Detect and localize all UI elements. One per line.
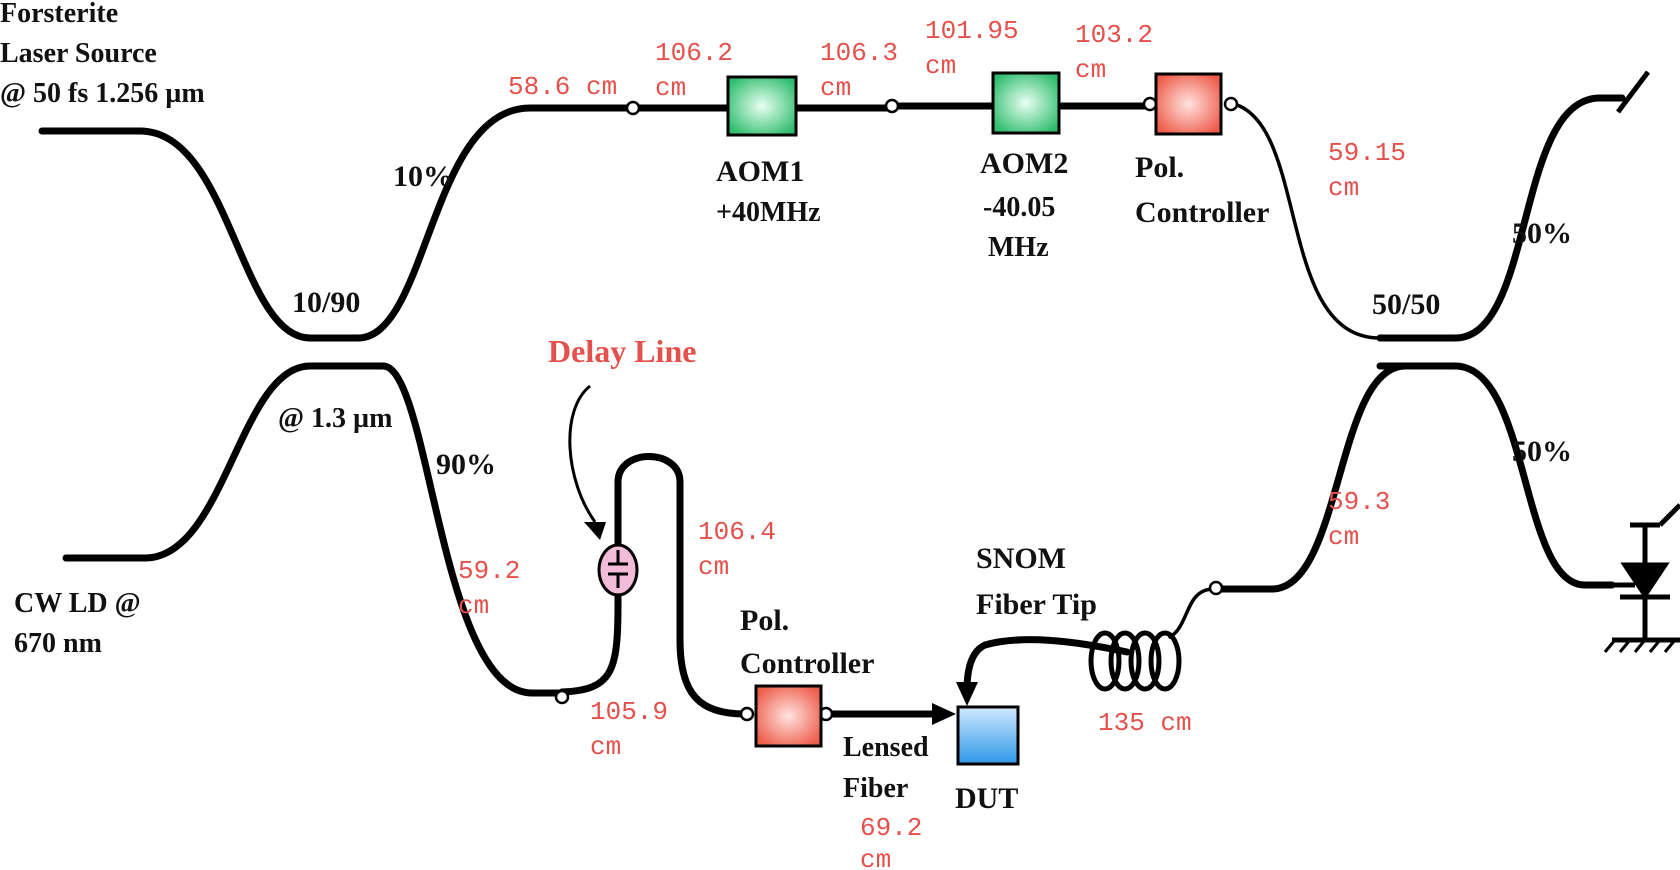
length-label: 105.9 <box>590 697 668 727</box>
coupler1-out-top-pct: 10% <box>393 160 453 193</box>
connector-icon <box>554 689 570 705</box>
coupler2-out-top-pct: 50% <box>1512 217 1572 250</box>
pol-controller-bottom-box <box>754 684 823 748</box>
length-label: 135 cm <box>1098 708 1192 738</box>
length-label: cm <box>655 73 686 103</box>
cw-source-label-line1: CW LD @ <box>14 588 141 619</box>
delay-line-arrowhead <box>584 522 606 540</box>
delay-line-label: Delay Line <box>548 333 696 369</box>
length-label: 59.15 <box>1328 138 1406 168</box>
pol-controller-bottom-label-line2: Controller <box>740 647 874 680</box>
length-label: cm <box>860 845 891 870</box>
lensed-fiber-label-line1: Lensed <box>843 732 929 763</box>
delay-line-arrow <box>568 384 597 523</box>
coupler2-out-top-fiber <box>1376 94 1626 342</box>
pol-controller-top-box <box>1154 72 1223 136</box>
connector-icon <box>1142 96 1158 112</box>
snom-label-line2: Fiber Tip <box>976 588 1097 621</box>
coupler1-ratio: 10/90 <box>292 286 360 319</box>
connector-icon <box>884 98 900 114</box>
dut-label: DUT <box>955 782 1018 815</box>
upper-arm-to-coupler2-fiber <box>1228 101 1457 340</box>
fiber-coil-icon <box>1088 630 1182 692</box>
length-label: 106.2 <box>655 38 733 68</box>
lensed-fiber-arrowhead <box>932 703 956 725</box>
source-label-line2: Laser Source <box>0 38 157 69</box>
snom-tip-fiber <box>963 636 1131 694</box>
length-label: 101.95 <box>925 16 1019 46</box>
delay-line-marker <box>597 543 639 597</box>
length-label: 59.2 <box>458 556 520 586</box>
aom1-label: AOM1 <box>716 155 804 188</box>
coupler1-top-fiber <box>354 104 896 342</box>
length-label: 106.4 <box>698 517 776 547</box>
aom1-box <box>726 75 798 137</box>
length-label: cm <box>820 73 851 103</box>
delay-line-capacitor-icon <box>608 550 628 588</box>
aom1-freq: +40MHz <box>716 197 821 228</box>
length-label: cm <box>1328 173 1359 203</box>
cw-source-fiber <box>62 362 387 562</box>
fiber-end-icon <box>1616 70 1650 114</box>
coupler1-wavelength: @ 1.3 µm <box>278 403 393 434</box>
lensed-fiber-label-line2: Fiber <box>843 773 908 804</box>
length-label: 103.2 <box>1075 20 1153 50</box>
length-label: 106.3 <box>820 38 898 68</box>
snom-tip-arrowhead <box>956 682 978 706</box>
length-label: cm <box>1328 522 1359 552</box>
snom-fiber <box>1210 362 1459 593</box>
length-label: cm <box>590 732 621 762</box>
length-label: cm <box>698 552 729 582</box>
pol-controller-top-label-line2: Controller <box>1135 196 1269 229</box>
connector-icon <box>1208 580 1224 596</box>
aom2-box <box>991 71 1061 135</box>
coupler1-bottom-fiber <box>379 362 564 697</box>
aom2-freq-line2: MHz <box>988 232 1049 263</box>
length-label: 58.6 cm <box>508 72 617 102</box>
source-label-line3: @ 50 fs 1.256 µm <box>0 78 205 109</box>
aom2-label: AOM2 <box>980 147 1068 180</box>
dut-box <box>956 705 1020 766</box>
length-label: cm <box>458 591 489 621</box>
photodiode-icon <box>1603 503 1680 653</box>
length-label: 69.2 <box>860 813 922 843</box>
connector-icon <box>739 706 755 722</box>
coupler1-out-bottom-pct: 90% <box>436 448 496 481</box>
coupler2-out-bottom-pct: 50% <box>1512 435 1572 468</box>
coil-lead-fiber <box>1168 587 1216 639</box>
pol-controller-bottom-label-line1: Pol. <box>740 604 789 637</box>
length-label: cm <box>1075 55 1106 85</box>
aom2-freq-line1: -40.05 <box>983 192 1055 223</box>
length-label: 59.3 <box>1328 487 1390 517</box>
length-label: cm <box>925 51 956 81</box>
connector-icon <box>625 100 641 116</box>
delay-line-fiber <box>558 453 749 718</box>
snom-label-line1: SNOM <box>976 542 1066 575</box>
coupler2-out-bottom-fiber <box>1376 362 1616 589</box>
cw-source-label-line2: 670 nm <box>14 628 102 659</box>
source-label-line1: Forsterite <box>0 0 118 29</box>
source-fiber <box>38 127 362 342</box>
connector-icon <box>1223 96 1239 112</box>
pol-controller-top-label-line1: Pol. <box>1135 151 1184 184</box>
coupler2-ratio: 50/50 <box>1372 288 1440 321</box>
